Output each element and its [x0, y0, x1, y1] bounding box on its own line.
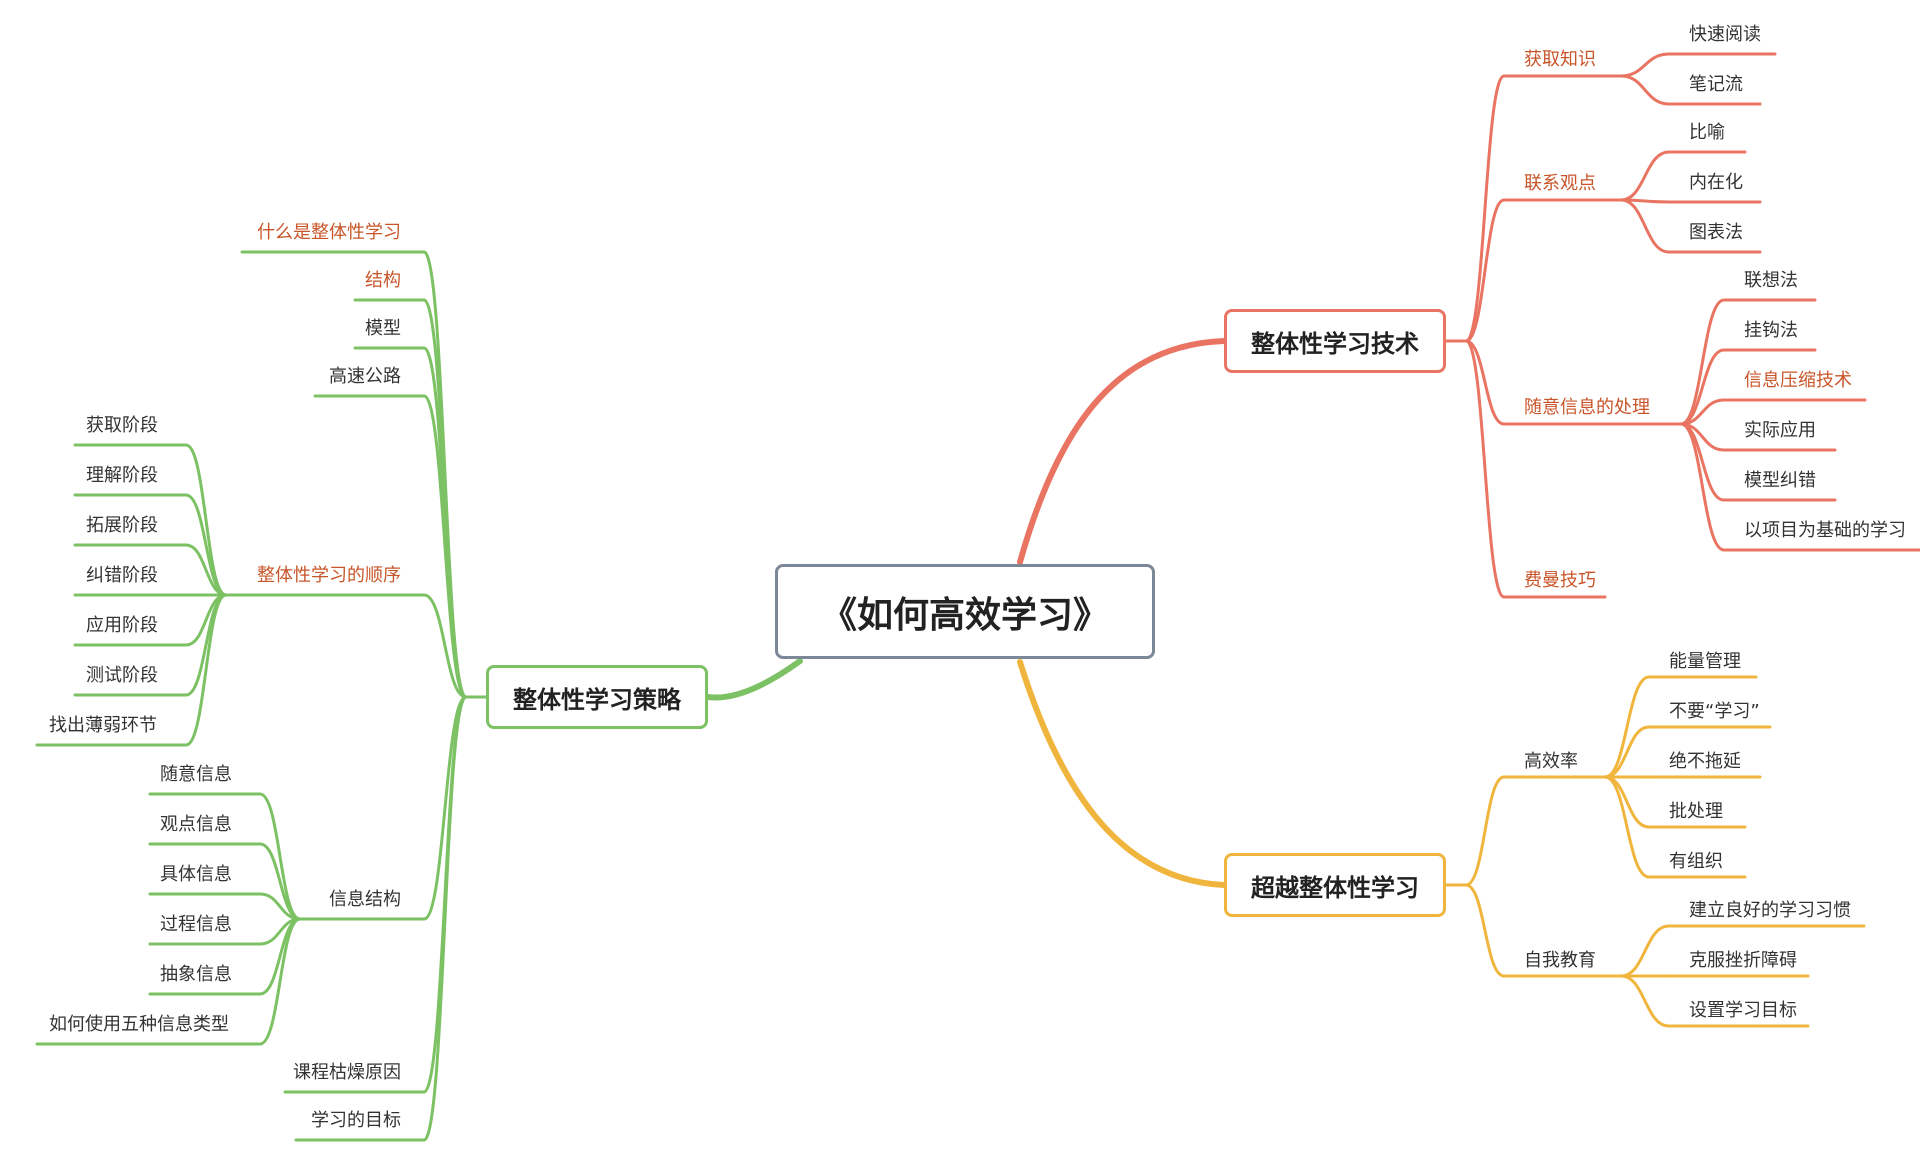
topic-learning-goal[interactable]: 学习的目标 — [311, 1110, 401, 1131]
subtopic-test-stage[interactable]: 测试阶段 — [86, 665, 158, 686]
root-link-beyond — [1017, 659, 1227, 888]
info-link-5 — [258, 917, 302, 1046]
left-link-3 — [422, 394, 468, 699]
topic-course-boring[interactable]: 课程枯燥原因 — [293, 1062, 401, 1083]
rand-link-5 — [1679, 422, 1726, 552]
topic-model[interactable]: 模型 — [365, 318, 401, 339]
topic-information-structure[interactable]: 信息结构 — [329, 889, 401, 910]
subtopic-correct-stage[interactable]: 纠错阶段 — [86, 565, 158, 586]
topic-what-is-holistic[interactable]: 什么是整体性学习 — [257, 222, 401, 243]
subtopic-abstract-info[interactable]: 抽象信息 — [160, 964, 232, 985]
left-link-5 — [422, 695, 468, 921]
tech-link-3 — [1464, 339, 1506, 599]
topic-self-education[interactable]: 自我教育 — [1524, 950, 1596, 971]
eff-link-4 — [1603, 775, 1651, 879]
order-link-6 — [184, 593, 228, 747]
root-node[interactable]: 《如何高效学习》 — [775, 564, 1155, 659]
subtopic-diagram-method[interactable]: 图表法 — [1689, 222, 1743, 243]
eff-link-3 — [1603, 775, 1651, 829]
topic-acquire-knowledge[interactable]: 获取知识 — [1524, 49, 1596, 70]
eff-link-0 — [1603, 675, 1651, 779]
subtopic-note-flow[interactable]: 笔记流 — [1689, 74, 1743, 95]
subtopic-set-goals[interactable]: 设置学习目标 — [1689, 1000, 1797, 1021]
tech-link-1 — [1464, 198, 1506, 343]
subtopic-understand-stage[interactable]: 理解阶段 — [86, 465, 158, 486]
left-link-4 — [422, 593, 468, 699]
tech-link-2 — [1464, 339, 1506, 426]
branch-node-strategy[interactable]: 整体性学习策略 — [486, 665, 708, 729]
subtopic-speed-reading[interactable]: 快速阅读 — [1689, 24, 1761, 45]
self-link-0 — [1619, 924, 1671, 978]
branch-node-beyond[interactable]: 超越整体性学习 — [1224, 853, 1446, 917]
subtopic-acquire-stage[interactable]: 获取阶段 — [86, 415, 158, 436]
rand-link-0 — [1679, 298, 1726, 426]
conn-link-2 — [1619, 198, 1671, 254]
subtopic-random-info[interactable]: 随意信息 — [160, 764, 232, 785]
beyond-link-0 — [1464, 775, 1506, 887]
subtopic-opinion-info[interactable]: 观点信息 — [160, 814, 232, 835]
topic-feynman[interactable]: 费曼技巧 — [1524, 570, 1596, 591]
info-link-1 — [258, 842, 302, 921]
order-link-1 — [184, 493, 228, 597]
subtopic-peg-method[interactable]: 挂钩法 — [1744, 320, 1798, 341]
subtopic-organized[interactable]: 有组织 — [1669, 851, 1723, 872]
topic-highway[interactable]: 高速公路 — [329, 366, 401, 387]
topic-random-info-processing[interactable]: 随意信息的处理 — [1524, 397, 1650, 418]
topic-connect-ideas[interactable]: 联系观点 — [1524, 173, 1596, 194]
subtopic-info-compression[interactable]: 信息压缩技术 — [1744, 370, 1852, 391]
subtopic-good-habits[interactable]: 建立良好的学习习惯 — [1689, 900, 1851, 921]
conn-link-0 — [1619, 150, 1671, 202]
subtopic-energy-management[interactable]: 能量管理 — [1669, 651, 1741, 672]
tech-link-0 — [1464, 74, 1506, 343]
subtopic-use-five-types[interactable]: 如何使用五种信息类型 — [49, 1014, 229, 1035]
topic-structure[interactable]: 结构 — [365, 270, 401, 291]
subtopic-process-info[interactable]: 过程信息 — [160, 914, 232, 935]
eff-link-1 — [1603, 725, 1651, 779]
info-link-0 — [258, 792, 302, 921]
subtopic-batch-processing[interactable]: 批处理 — [1669, 801, 1723, 822]
subtopic-model-correction[interactable]: 模型纠错 — [1744, 470, 1816, 491]
subtopic-concrete-info[interactable]: 具体信息 — [160, 864, 232, 885]
left-link-7 — [422, 695, 468, 1142]
rand-link-1 — [1679, 348, 1726, 426]
subtopic-expand-stage[interactable]: 拓展阶段 — [86, 515, 158, 536]
beyond-link-1 — [1464, 883, 1506, 978]
root-link-technique — [1017, 338, 1227, 565]
acq-link-0 — [1619, 52, 1671, 78]
topic-efficiency[interactable]: 高效率 — [1524, 751, 1578, 772]
subtopic-association[interactable]: 联想法 — [1744, 270, 1798, 291]
root-link-strategy — [705, 658, 803, 701]
branch-node-technique[interactable]: 整体性学习技术 — [1224, 309, 1446, 373]
subtopic-metaphor[interactable]: 比喻 — [1689, 122, 1725, 143]
topic-learning-order[interactable]: 整体性学习的顺序 — [257, 565, 401, 586]
subtopic-project-based[interactable]: 以项目为基础的学习 — [1744, 520, 1906, 541]
subtopic-internalize[interactable]: 内在化 — [1689, 172, 1743, 193]
subtopic-overcome-frustration[interactable]: 克服挫折障碍 — [1689, 950, 1797, 971]
subtopic-find-weakness[interactable]: 找出薄弱环节 — [49, 715, 157, 736]
subtopic-practical-application[interactable]: 实际应用 — [1744, 420, 1816, 441]
subtopic-dont-study[interactable]: 不要“学习” — [1669, 701, 1760, 722]
acq-link-1 — [1619, 74, 1671, 106]
self-link-2 — [1619, 974, 1671, 1028]
subtopic-apply-stage[interactable]: 应用阶段 — [86, 615, 158, 636]
subtopic-no-procrastination[interactable]: 绝不拖延 — [1669, 751, 1741, 772]
